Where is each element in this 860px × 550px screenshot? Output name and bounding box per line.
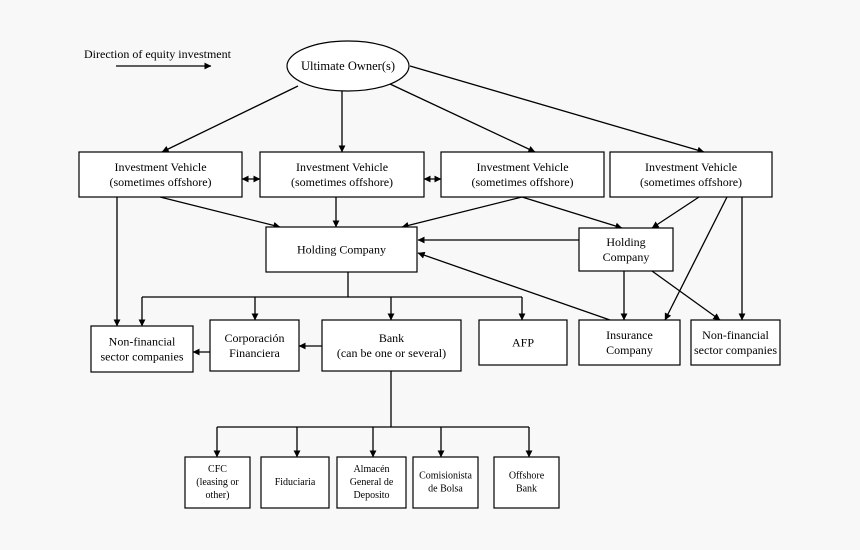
bank-node-box (321, 319, 462, 372)
fiduciaria-node-label: Fiduciaria (275, 477, 316, 488)
corporacion-financiera-node-label: Corporación (225, 331, 285, 345)
investment-vehicle-node-4-box (609, 151, 773, 198)
afp-node-label: AFP (512, 336, 534, 350)
investment-vehicle-node-1: Investment Vehicle(sometimes offshore) (78, 151, 243, 198)
legend-label: Direction of equity investment (84, 47, 232, 61)
almacen-general-node-label: General de (350, 477, 394, 488)
holding-company-node-2-label: Company (603, 250, 650, 264)
fiduciaria-node: Fiduciaria (260, 456, 330, 509)
edge-hc2-nf2 (651, 270, 721, 321)
fiduciaria-node-box (260, 456, 330, 509)
holding-company-node-2-box (578, 227, 674, 272)
cfc-node: CFC (leasing or other) (184, 456, 251, 509)
non-financial-companies-node-1: Non-financial sector companies (90, 325, 194, 373)
investment-vehicle-node-1-label: (sometimes offshore) (109, 175, 211, 189)
comisionista-node-label: de Bolsa (428, 483, 463, 494)
investment-vehicle-node-3-label: (sometimes offshore) (471, 175, 573, 189)
bank-node: Bank(can be one or several) (321, 319, 462, 372)
cfc-node-label: (leasing or (196, 477, 239, 488)
investment-vehicle-node-4: Investment Vehicle(sometimes offshore) (609, 151, 773, 198)
almacen-general-node-label: Almacén (353, 464, 389, 475)
edge-owner-iv3 (389, 83, 536, 153)
investment-vehicle-node-2-label: Investment Vehicle (296, 160, 388, 174)
edge-owner-iv4 (409, 65, 705, 154)
ultimate-owner-node: Ultimate Owner(s) (286, 40, 410, 92)
almacen-general-node-label: Deposito (353, 490, 389, 501)
investment-vehicle-node-3-label: Investment Vehicle (476, 160, 568, 174)
edge-iv4-hc2 (651, 196, 700, 229)
corporacion-financiera-node-label: Financiera (229, 346, 280, 360)
insurance-company-node-box (578, 319, 681, 366)
offshore-bank-node-label: Offshore (509, 471, 545, 482)
holding-company-node-1-box (265, 226, 418, 273)
insurance-company-node-label: Insurance (606, 328, 653, 342)
edge-owner-iv1 (161, 85, 299, 153)
comisionista-node-label: Comisionista (419, 471, 472, 482)
almacen-general-node-box (336, 456, 407, 509)
holding-company-node-1: Holding Company (265, 226, 418, 273)
afp-node: AFP (478, 319, 568, 366)
bank-node-label: Bank (379, 331, 404, 345)
afp-node-box (478, 319, 568, 366)
edge-iv4-ins (664, 196, 728, 321)
bank-node-label: (can be one or several) (337, 346, 446, 360)
edge-iv3-hc1 (401, 196, 523, 229)
investment-vehicle-node-4-label: (sometimes offshore) (640, 175, 742, 189)
non-financial-companies-node-2-label: sector companies (694, 343, 777, 357)
investment-vehicle-node-3: Investment Vehicle(sometimes offshore) (440, 151, 605, 198)
comisionista-node-box (412, 456, 479, 509)
cfc-node-label: other) (206, 490, 230, 501)
non-financial-companies-node-1-box (90, 325, 194, 373)
offshore-bank-node-label: Bank (516, 483, 537, 494)
holding-company-node-1-label: Holding Company (297, 243, 386, 257)
edges (113, 65, 746, 458)
investment-vehicle-node-2-box (259, 151, 425, 198)
investment-vehicle-node-4-label: Investment Vehicle (645, 160, 737, 174)
investment-vehicle-node-1-box (78, 151, 243, 198)
insurance-company-node-label: Company (606, 343, 653, 357)
investment-vehicle-node-2-label: (sometimes offshore) (291, 175, 393, 189)
edge-iv1-hc1 (159, 196, 281, 229)
non-financial-companies-node-1-label: sector companies (101, 350, 184, 364)
ultimate-owner-node-label: Ultimate Owner(s) (301, 59, 395, 73)
cfc-node-label: CFC (208, 464, 227, 475)
non-financial-companies-node-2-box (690, 319, 781, 366)
non-financial-companies-node-1-label: Non-financial (109, 334, 176, 348)
ultimate-owner-node-shape (286, 40, 410, 92)
investment-vehicle-node-3-box (440, 151, 605, 198)
cfc-node-box (184, 456, 251, 509)
corporacion-financiera-node-box (209, 319, 300, 372)
investment-vehicle-node-1-label: Investment Vehicle (114, 160, 206, 174)
edge-ins-hc1 (417, 251, 611, 321)
holding-company-node-2-label: Holding (606, 235, 645, 249)
edge-iv3-hc2 (521, 196, 623, 230)
investment-vehicle-node-2: Investment Vehicle(sometimes offshore) (259, 151, 425, 198)
non-financial-companies-node-2-label: Non-financial (702, 328, 769, 342)
offshore-bank-node-box (493, 456, 560, 509)
